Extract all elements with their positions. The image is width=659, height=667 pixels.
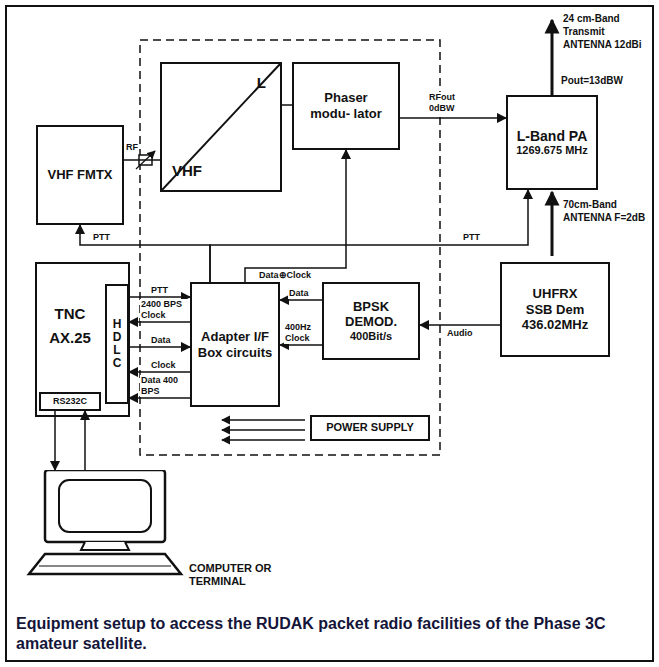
- signal-line: [129, 397, 190, 399]
- box-text: L-Band PA: [517, 128, 588, 145]
- annotation-label: Pout=13dBW: [560, 74, 624, 87]
- signal-label: 400Hz Clock: [284, 322, 322, 344]
- box-text: 1269.675 MHz: [516, 144, 588, 157]
- signal-label: Data⊕Clock: [258, 270, 312, 281]
- signal-label: 2400 BPS Clock: [140, 299, 188, 321]
- box-text: 436.02MHz: [522, 317, 588, 333]
- box-text: Adapter I/F Box circuits: [195, 329, 275, 360]
- signal-line: [80, 225, 210, 282]
- signal-line: [129, 346, 190, 348]
- modulator-box: Phaser modu- lator: [292, 62, 400, 150]
- signal-label: PTT: [92, 232, 111, 243]
- signal-line: [124, 159, 160, 161]
- box-text: UHFRX: [533, 286, 578, 302]
- demodulator-box: BPSK DEMOD.400Bit/s: [322, 282, 420, 360]
- signal-line: [129, 296, 190, 298]
- power-supply-box: POWER SUPPLY: [310, 415, 430, 441]
- box-text: L: [257, 74, 266, 92]
- annotation-label: 70cm-Band ANTENNA F=2dB: [562, 198, 648, 224]
- signal-line: [280, 299, 322, 301]
- box-text: VHF FMTX: [48, 167, 113, 183]
- figure-frame: [6, 6, 653, 661]
- signal-label: Data 400 BPS: [140, 375, 188, 397]
- box-text: POWER SUPPLY: [326, 421, 414, 434]
- transmit-antenna: [551, 20, 554, 95]
- signal-label: RF: [125, 142, 139, 153]
- receive-antenna: [551, 192, 554, 256]
- signal-line: [280, 344, 322, 346]
- box-text: Phaser modu- lator: [310, 90, 382, 121]
- power-amplifier-box: L-Band PA1269.675 MHz: [506, 95, 598, 190]
- signal-label: PTT: [462, 232, 481, 243]
- power-arrows: [222, 420, 305, 440]
- figure-caption: Equipment setup to access the RUDAK pack…: [16, 614, 642, 654]
- signal-line: [54, 411, 56, 470]
- signal-label: Clock: [150, 360, 177, 371]
- annotation-label: 24 cm-Band Transmit ANTENNA 12dBi: [562, 12, 652, 51]
- signal-line: [129, 321, 190, 323]
- box-text: SSB Dem: [526, 302, 585, 318]
- signal-line: [282, 104, 292, 106]
- adapter-box: Adapter I/F Box circuits: [190, 282, 280, 407]
- tnc-box: TNC AX.25 HDLC RS232C: [35, 262, 130, 417]
- box-text: 400Bit/s: [350, 330, 392, 343]
- converter-box: L VHF: [160, 62, 282, 192]
- computer-terminal: COMPUTER OR TERMINAL: [25, 470, 295, 600]
- box-text: VHF: [172, 162, 202, 180]
- computer-illustration: [25, 470, 185, 580]
- box-text: BPSK DEMOD.: [327, 299, 415, 330]
- signal-line: [84, 411, 86, 470]
- signal-label: PTT: [150, 285, 169, 296]
- box-text: HDLC: [111, 318, 123, 371]
- box-text: TNC AX.25: [39, 302, 101, 350]
- signal-line: [129, 371, 190, 373]
- transmitter-box: VHF FMTX: [36, 125, 124, 225]
- serial-port-box: RS232C: [39, 392, 101, 411]
- receiver-box: UHFRXSSB Dem436.02MHz: [500, 262, 610, 357]
- signal-line: [420, 324, 500, 326]
- signal-label: Data: [150, 335, 172, 346]
- signal-label: Audio: [446, 328, 474, 339]
- signal-line: [245, 150, 346, 282]
- signal-line: [400, 117, 506, 119]
- box-text: COMPUTER OR TERMINAL: [189, 562, 293, 588]
- signal-label: RFout 0dBW: [428, 92, 468, 114]
- hdlc-box: HDLC: [105, 284, 129, 404]
- signal-label: Data: [288, 288, 310, 299]
- box-text: RS232C: [53, 396, 87, 407]
- dashed-unit-outline: [140, 40, 440, 455]
